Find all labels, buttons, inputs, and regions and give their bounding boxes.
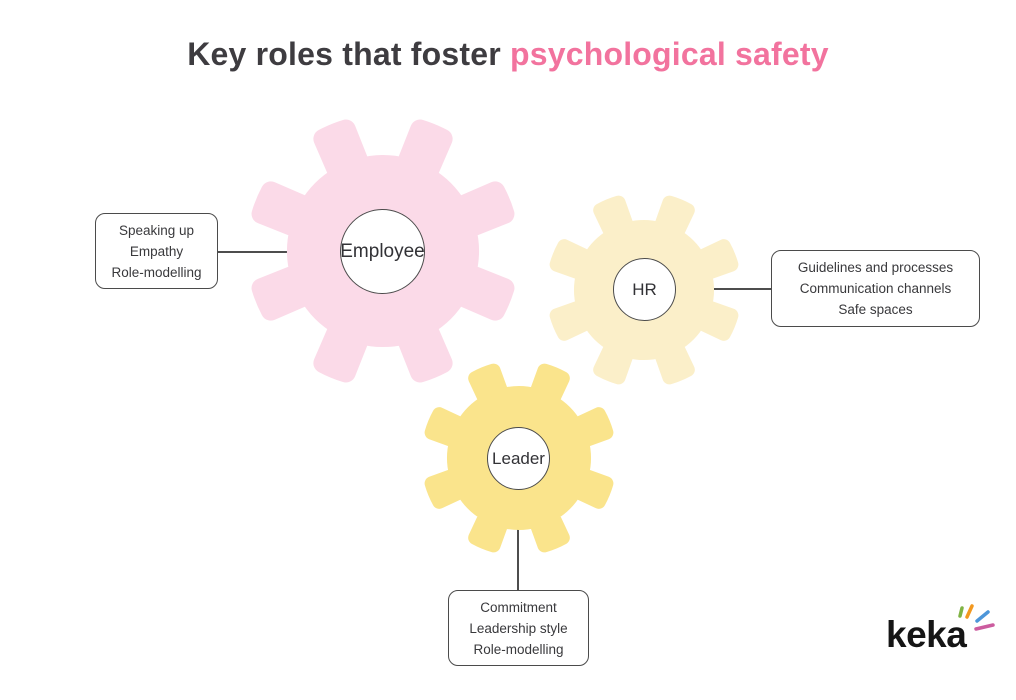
employee-item: Empathy [129, 243, 184, 259]
hr-item: Safe spaces [838, 302, 913, 317]
employee-item: Speaking up [118, 222, 195, 238]
hr-hub: HR [613, 258, 676, 321]
leader-item: Commitment [480, 599, 557, 615]
title-prefix: Key roles that foster [187, 36, 510, 72]
leader-item: Leadership style [469, 620, 568, 636]
page-title: Key roles that foster psychological safe… [0, 36, 1016, 73]
keka-spark-icon [958, 604, 995, 631]
hr-item: Communication channels [799, 281, 952, 296]
title-highlight: psychological safety [509, 36, 829, 72]
employee-label: Employee [340, 240, 425, 262]
leader-hub: Leader [487, 427, 550, 490]
leader-item: Role-modelling [473, 641, 564, 657]
employee-hub: Employee [340, 209, 425, 294]
leader-note-box: Commitment Leadership style Role-modelli… [448, 590, 589, 666]
employee-item: Role-modelling [111, 264, 202, 280]
hr-label: HR [632, 279, 657, 299]
hr-note-box: Guidelines and processes Communication c… [771, 250, 980, 327]
employee-note-box: Speaking up Empathy Role-modelling [95, 213, 218, 289]
keka-logo-text: keka [886, 614, 967, 655]
hr-item: Guidelines and processes [797, 260, 954, 275]
keka-logo: keka [884, 598, 1004, 662]
leader-label: Leader [492, 448, 545, 468]
